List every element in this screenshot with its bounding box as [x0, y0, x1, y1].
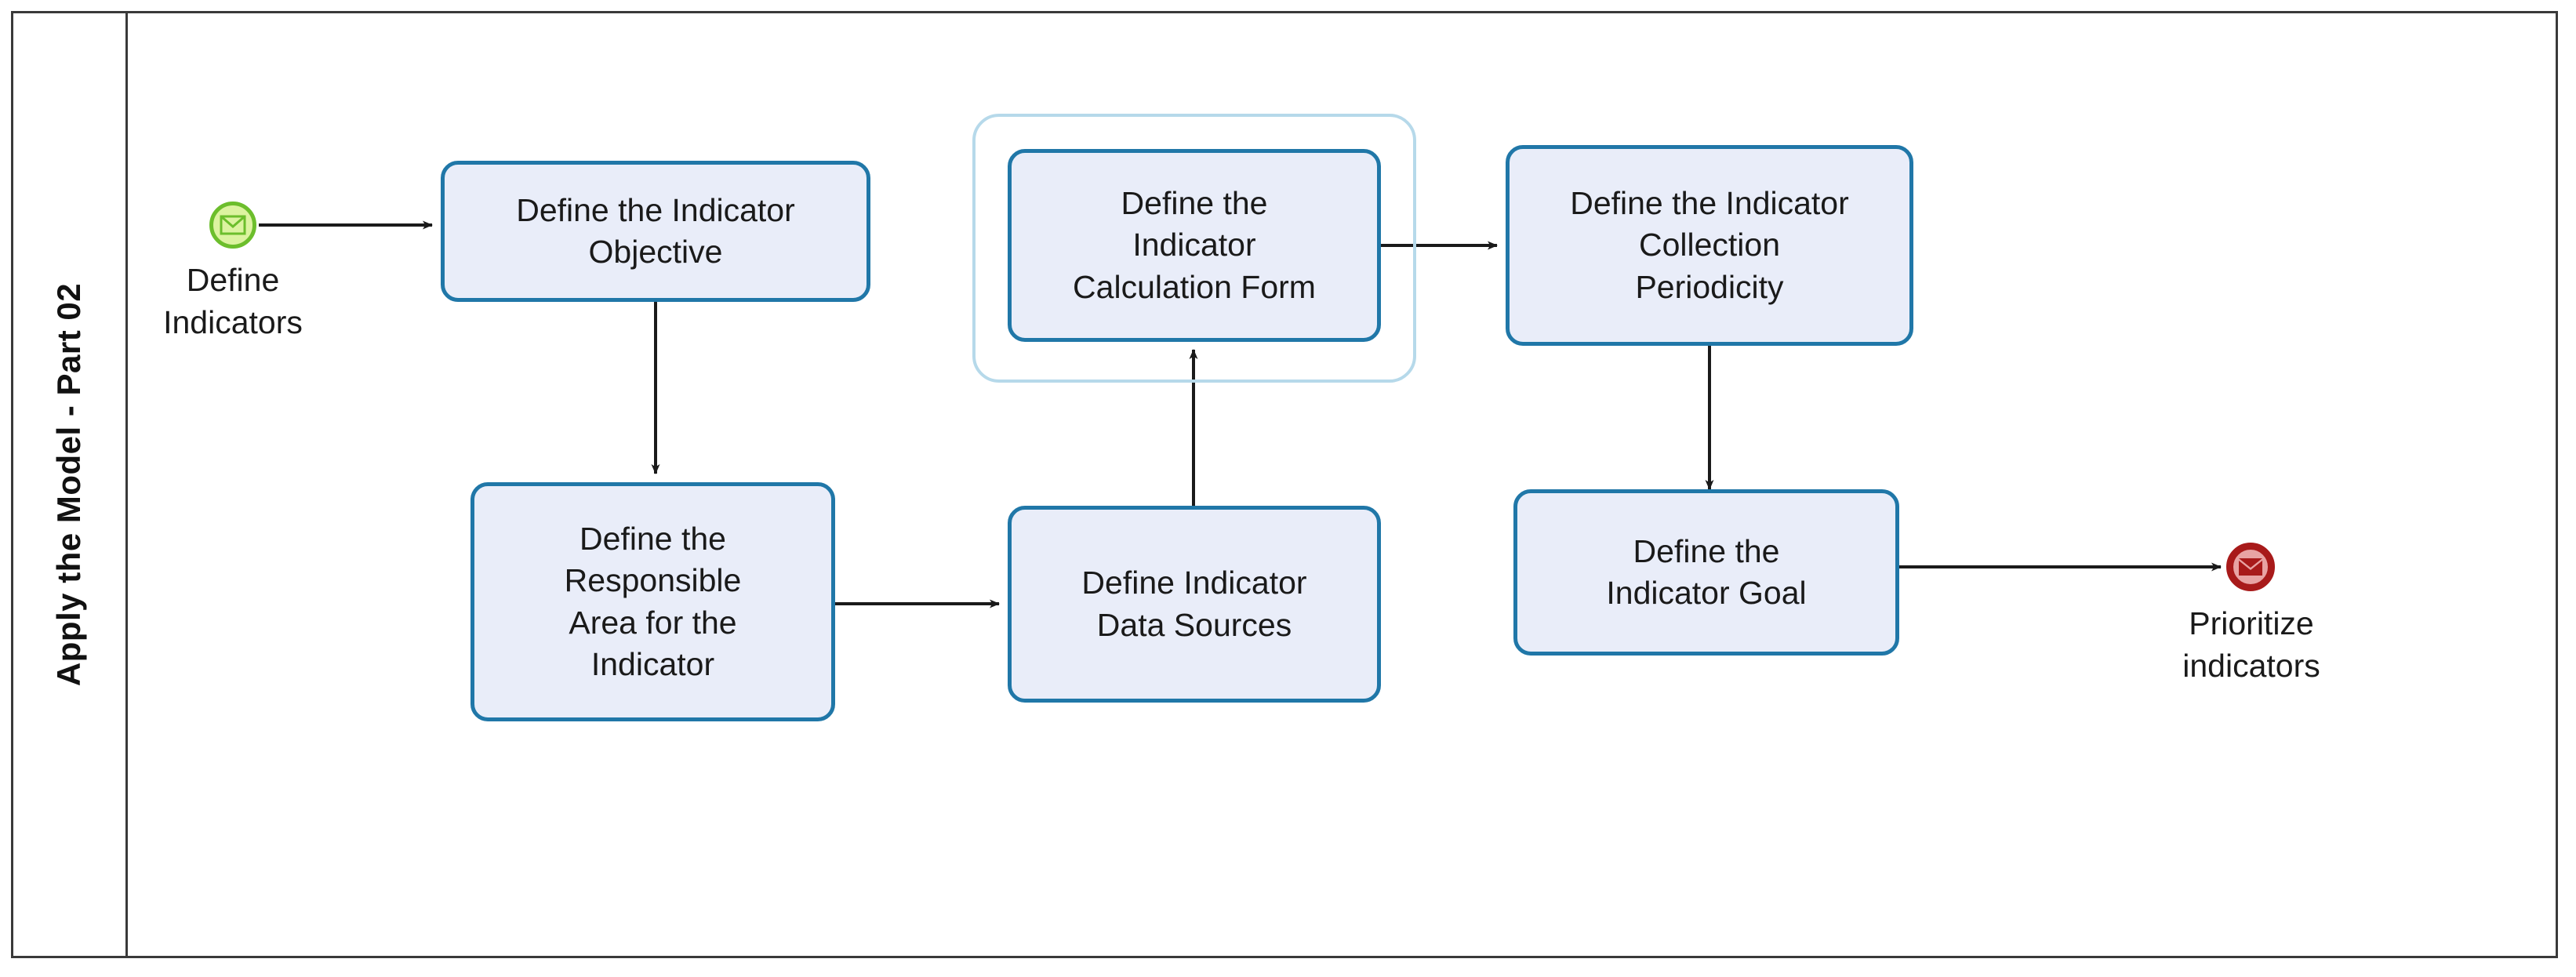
selection-halo-calculation-form [972, 114, 1416, 383]
task-label: Define the Indicator Collection Periodic… [1570, 185, 1849, 305]
task-label: Define the Indicator Objective [516, 191, 795, 270]
envelope-icon [2239, 558, 2262, 576]
task-define-indicator-collection-periodicity[interactable]: Define the Indicator Collection Periodic… [1506, 145, 1913, 346]
task-define-indicator-data-sources[interactable]: Define Indicator Data Sources [1008, 506, 1381, 703]
end-event-caption: Prioritize indicators [2182, 605, 2320, 685]
envelope-icon [220, 215, 246, 235]
lane-title: Apply the Model - Part 02 [50, 282, 88, 687]
task-label: Define Indicator Data Sources [1081, 565, 1307, 643]
start-event-caption: Define Indicators [163, 262, 303, 341]
task-define-responsible-area[interactable]: Define the Responsible Area for the Indi… [471, 482, 835, 721]
end-message-event[interactable] [2226, 543, 2275, 591]
task-label: Define the Indicator Calculation Form [1073, 185, 1316, 305]
lane-header: Apply the Model - Part 02 [13, 13, 125, 956]
start-message-event[interactable] [209, 202, 256, 249]
task-label: Define the Responsible Area for the Indi… [564, 520, 742, 682]
task-define-indicator-calculation-form[interactable]: Define the Indicator Calculation Form [1008, 149, 1381, 342]
task-define-indicator-goal[interactable]: Define the Indicator Goal [1513, 489, 1899, 656]
task-label: Define the Indicator Goal [1606, 532, 1807, 611]
task-define-indicator-objective[interactable]: Define the Indicator Objective [441, 161, 870, 302]
lane-divider [125, 11, 128, 958]
